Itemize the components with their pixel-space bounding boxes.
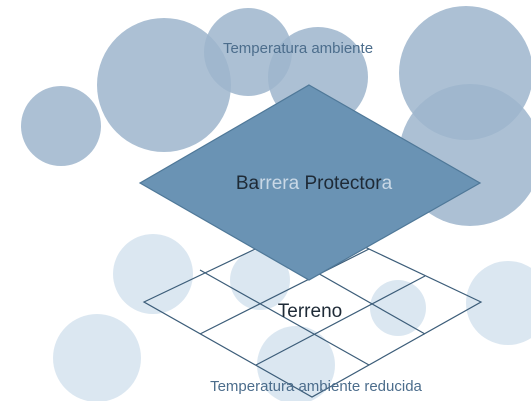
- bubble: [466, 261, 531, 345]
- grid-line: [199, 269, 370, 366]
- barrier-label-part: Ba: [236, 173, 260, 194]
- bottom-label: Temperatura ambiente reducida: [210, 378, 422, 395]
- barrier-label-part: Protector: [299, 173, 382, 194]
- ground-label: Terreno: [278, 301, 342, 322]
- top-label: Temperatura ambiente: [223, 40, 373, 57]
- bubble: [21, 86, 101, 166]
- ground-outline: [142, 221, 483, 398]
- bubble: [257, 326, 335, 401]
- ground-grid: [142, 221, 483, 398]
- barrier-label-part: rrera: [259, 173, 300, 194]
- barrier-plane: [138, 84, 482, 281]
- grid-line: [199, 248, 370, 335]
- barrier-label-part: a: [382, 173, 393, 194]
- bubble: [97, 18, 231, 152]
- bubble: [370, 280, 426, 336]
- bubble: [113, 234, 193, 314]
- grid-line: [255, 275, 426, 366]
- upper-bubbles: [21, 6, 531, 226]
- barrier-label: Barrera Protectora: [236, 173, 393, 194]
- bubble: [53, 314, 141, 401]
